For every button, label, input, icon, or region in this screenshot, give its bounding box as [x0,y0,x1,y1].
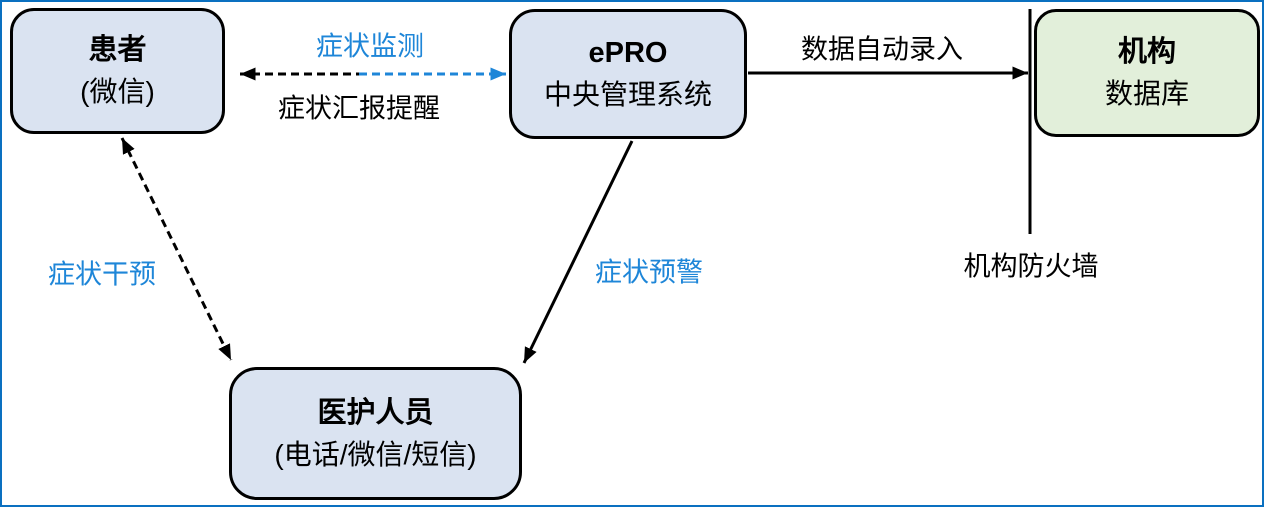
node-staff-subtitle: (电话/微信/短信) [274,438,477,470]
label-symptom-warning: 症状预警 [595,257,703,288]
node-patient-subtitle: (微信) [80,76,155,107]
node-epro-title: ePRO [588,37,668,69]
node-staff-title: 医护人员 [317,396,434,429]
label-institution-firewall: 机构防火墙 [963,251,1099,282]
label-symptom-monitoring: 症状监测 [316,31,424,62]
arrow-warning [522,140,634,364]
node-epro: ePRO 中央管理系统 [509,9,747,139]
node-patient: 患者 (微信) [10,8,225,134]
node-institution: 机构 数据库 [1034,9,1260,137]
node-staff: 医护人员 (电话/微信/短信) [229,367,522,500]
label-auto-data-entry: 数据自动录入 [801,34,963,65]
label-symptom-report-reminder: 症状汇报提醒 [278,93,440,124]
node-institution-title: 机构 [1117,36,1176,68]
node-patient-title: 患者 [88,34,147,66]
label-symptom-intervention: 症状干预 [48,259,156,290]
node-institution-subtitle: 数据库 [1104,78,1189,109]
arrow-intervention [120,137,233,361]
node-epro-subtitle: 中央管理系统 [543,79,712,110]
